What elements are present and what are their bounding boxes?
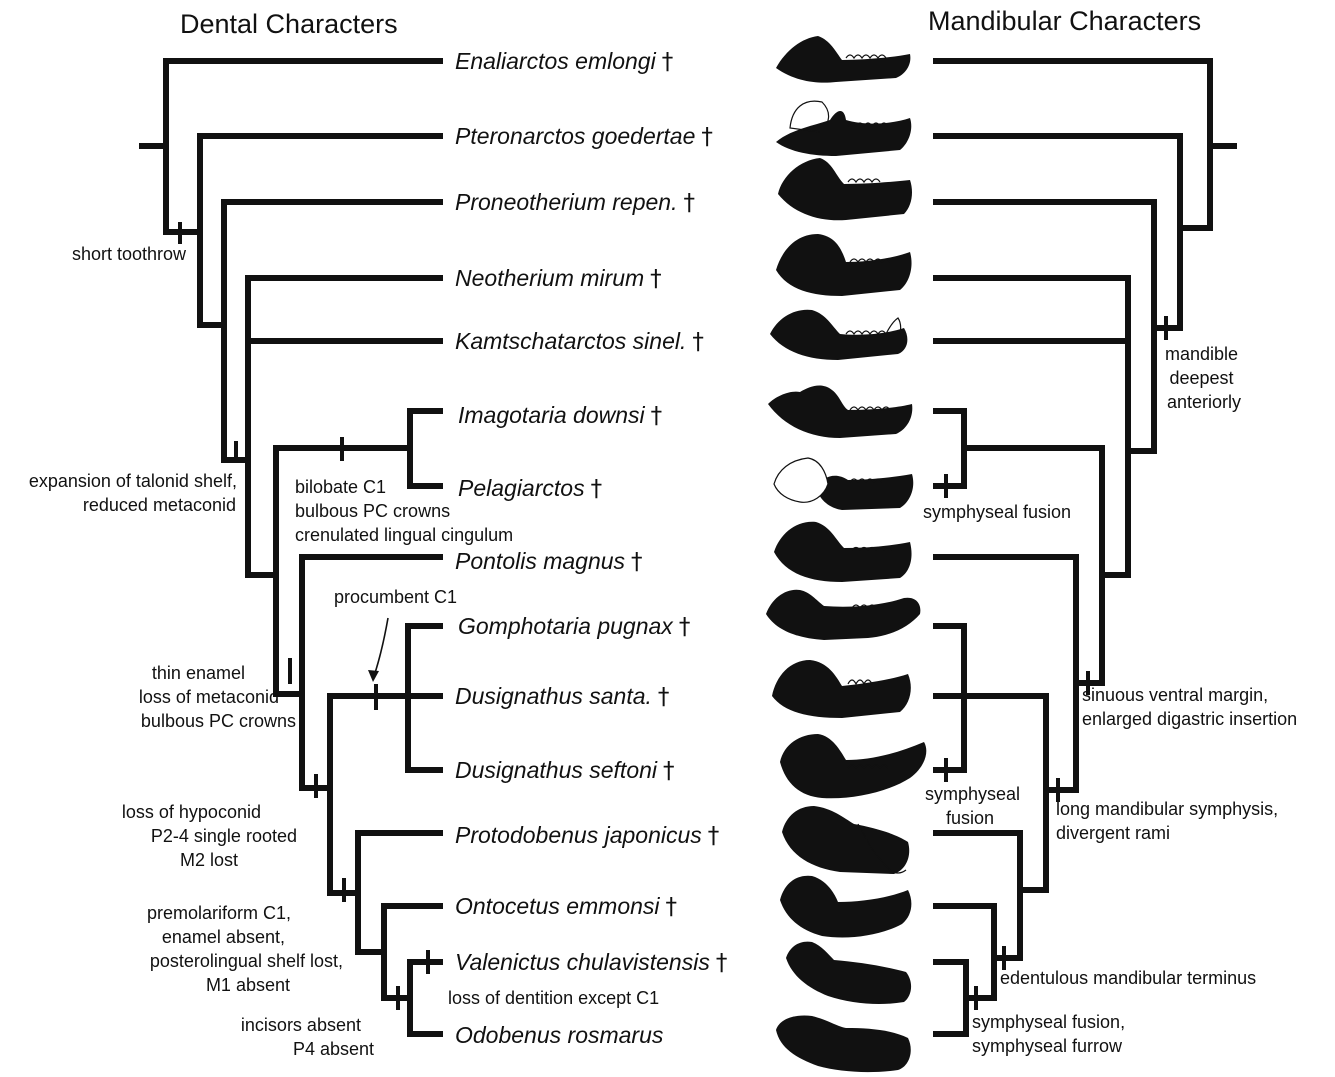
extinct-dagger-icon: †	[683, 190, 695, 216]
taxon-name: Odobenus rosmarus	[455, 1022, 664, 1048]
mandible-silhouette	[776, 100, 912, 156]
taxon-name: Pontolis magnus	[455, 548, 626, 574]
annotation-mandible-deepest: mandible deepest anteriorly	[1165, 344, 1243, 412]
taxon-label: Proneotherium repen.†	[455, 189, 695, 216]
mandible-silhouettes	[766, 36, 927, 1073]
extinct-dagger-icon: †	[701, 124, 713, 150]
taxon-label: Enaliarctos emlongi†	[455, 48, 673, 75]
mandible-silhouette	[773, 457, 914, 510]
taxon-name: Neotherium mirum	[455, 265, 644, 291]
annotation-bilobate-c1: bilobate C1 bulbous PC crowns crenulated…	[295, 477, 513, 545]
taxon-name: Kamtschatarctos sinel.	[455, 328, 686, 354]
mandible-silhouette	[776, 36, 911, 83]
taxon-label: Kamtschatarctos sinel.†	[455, 328, 704, 355]
mandible-silhouette	[774, 521, 912, 582]
extinct-dagger-icon: †	[666, 894, 678, 920]
annotation-symphyseal-fusion: symphyseal fusion	[923, 502, 1071, 522]
annotation-premolariform: premolariform C1, enamel absent, postero…	[147, 903, 348, 995]
extinct-dagger-icon: †	[651, 403, 663, 429]
taxon-label: Valenictus chulavistensis†	[455, 949, 727, 976]
mandible-silhouette	[776, 234, 912, 296]
fragment-outline	[773, 457, 829, 503]
taxon-label: Odobenus rosmarus	[455, 1022, 664, 1048]
dental-tree	[139, 58, 443, 1037]
mandible-silhouette	[768, 385, 913, 438]
extinct-dagger-icon: †	[663, 758, 675, 784]
annotation-talonid-shelf: expansion of talonid shelf, reduced meta…	[29, 471, 242, 515]
annotation-dentition-loss: loss of dentition except C1	[448, 988, 659, 1008]
mandible-silhouette	[780, 875, 912, 938]
arrow-head-icon	[368, 670, 379, 682]
taxon-label: Ontocetus emmonsi†	[455, 893, 677, 920]
annotation-symphyseal-fusion-2: symphyseal fusion	[925, 784, 1025, 828]
taxon-label: Imagotaria downsi†	[458, 402, 662, 429]
extinct-dagger-icon: †	[650, 266, 662, 292]
extinct-dagger-icon: †	[631, 549, 643, 575]
taxon-name: Gomphotaria pugnax	[458, 613, 674, 639]
annotation-symphyseal-furrow: symphyseal fusion, symphyseal furrow	[972, 1012, 1130, 1056]
taxon-name: Pelagiarctos	[458, 475, 585, 501]
annotation-hypoconid: loss of hypoconid P2-4 single rooted M2 …	[122, 802, 302, 870]
mandible-silhouette	[786, 941, 912, 1004]
taxon-label: Neotherium mirum†	[455, 265, 662, 292]
mandible-silhouette	[776, 1015, 911, 1073]
taxon-labels: Enaliarctos emlongi†Pteronarctos goedert…	[455, 48, 727, 1048]
mandible-silhouette	[782, 806, 910, 874]
annotation-long-symphysis: long mandibular symphysis, divergent ram…	[1056, 799, 1283, 843]
annotation-sinuous-margin: sinuous ventral margin, enlarged digastr…	[1082, 685, 1297, 729]
mandible-silhouette	[766, 589, 921, 640]
annotation-edentulous-terminus: edentulous mandibular terminus	[1000, 968, 1256, 988]
extinct-dagger-icon: †	[591, 476, 603, 502]
taxon-label: Protodobenus japonicus†	[455, 822, 719, 849]
mandible-silhouette	[780, 734, 927, 799]
dental-characters-header: Dental Characters	[180, 9, 398, 39]
taxon-label: Pteronarctos goedertae†	[455, 123, 713, 150]
procumbent-arrow	[373, 617, 389, 677]
taxon-label: Pelagiarctos†	[458, 475, 602, 502]
taxon-name: Dusignathus santa.	[455, 683, 652, 709]
taxon-name: Imagotaria downsi	[458, 402, 646, 428]
mandibular-tree	[933, 58, 1237, 1037]
mandible-silhouette	[770, 309, 908, 360]
taxon-label: Pontolis magnus†	[455, 548, 643, 575]
annotation-procumbent-c1: procumbent C1	[334, 587, 457, 607]
taxon-label: Gomphotaria pugnax†	[458, 613, 690, 640]
extinct-dagger-icon: †	[716, 950, 728, 976]
extinct-dagger-icon: †	[658, 684, 670, 710]
taxon-name: Protodobenus japonicus	[455, 822, 702, 848]
mandible-silhouette	[772, 660, 911, 718]
annotation-short-toothrow: short toothrow	[72, 244, 187, 264]
taxon-name: Proneotherium repen.	[455, 189, 677, 215]
taxon-name: Valenictus chulavistensis	[455, 949, 710, 975]
extinct-dagger-icon: †	[679, 614, 691, 640]
taxon-name: Ontocetus emmonsi	[455, 893, 660, 919]
taxon-name: Dusignathus seftoni	[455, 757, 658, 783]
mandible-silhouette	[778, 158, 912, 221]
mandibular-characters-header: Mandibular Characters	[928, 6, 1201, 36]
annotation-incisors-absent: incisors absent P4 absent	[241, 1015, 374, 1059]
extinct-dagger-icon: †	[692, 329, 704, 355]
taxon-name: Enaliarctos emlongi	[455, 48, 657, 74]
mandibular-annotations: mandible deepest anteriorly symphyseal f…	[923, 344, 1297, 1056]
annotation-thin-enamel: thin enamel loss of metaconid bulbous PC…	[139, 663, 296, 731]
extinct-dagger-icon: †	[662, 49, 674, 75]
extinct-dagger-icon: †	[708, 823, 720, 849]
taxon-name: Pteronarctos goedertae	[455, 123, 695, 149]
taxon-label: Dusignathus santa.†	[455, 683, 669, 710]
taxon-label: Dusignathus seftoni†	[455, 757, 675, 784]
dental-annotations: short toothrow expansion of talonid shel…	[29, 244, 659, 1059]
